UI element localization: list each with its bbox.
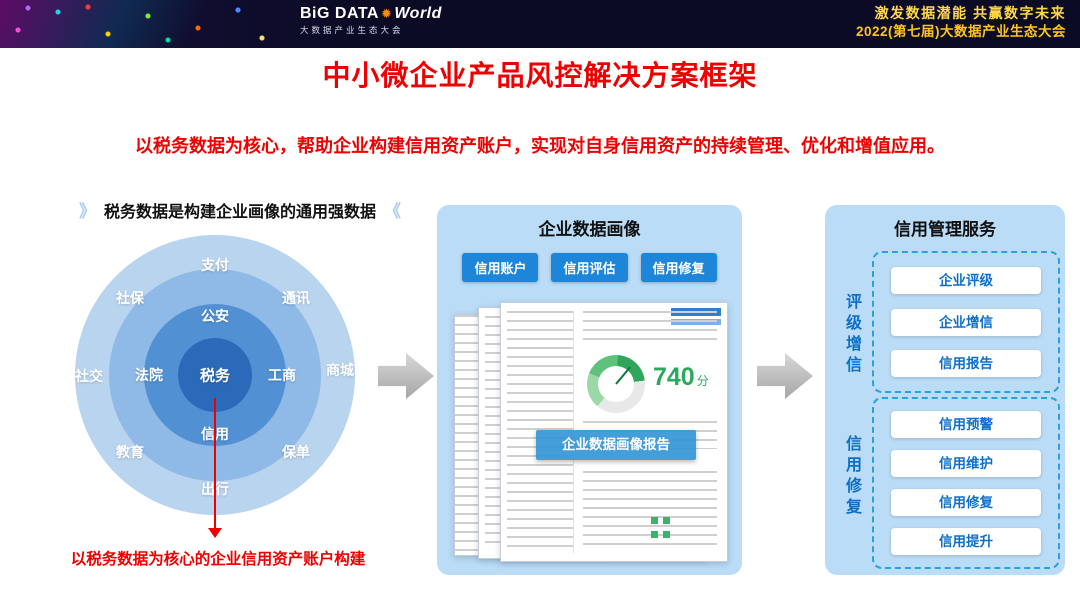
conference-slogan: 激发数据潜能 共赢数字未来 2022(第七届)大数据产业生态大会 (856, 6, 1066, 39)
page-title: 中小微企业产品风控解决方案框架 (322, 60, 758, 91)
taxonomy-caption: 以税务数据为核心的企业信用资产账户构建 (70, 551, 366, 568)
conference-logo: BiG DATA✹World 大数据产业生态大会 (300, 6, 442, 35)
legend-square (651, 531, 658, 538)
starburst-icon: ✹ (380, 6, 393, 21)
ring-label-court: 法院 (135, 367, 163, 383)
enterprise-rating-button: 企业评级 (891, 267, 1041, 295)
credit-warning-button: 信用预警 (891, 411, 1041, 438)
credit-improvement-button: 信用提升 (891, 528, 1041, 555)
taxonomy-header-label: 税务数据是构建企业画像的通用强数据 (103, 203, 376, 221)
score-number: 740 (653, 363, 695, 391)
chevron-right-icon: 》 (78, 202, 96, 221)
ring-label-industry-commerce: 工商 (268, 367, 296, 383)
ring-label-payment: 支付 (201, 257, 229, 273)
credit-repair-button: 信用修复 (640, 253, 717, 282)
credit-report-button: 信用报告 (891, 349, 1041, 377)
logo-wordmark: BiG DATA✹World (300, 6, 442, 22)
enterprise-credit-boost-button: 企业增信 (891, 308, 1041, 336)
center-label-tax: 税务 (199, 367, 231, 385)
ring-label-social: 社交 (75, 368, 103, 384)
credit-account-button: 信用账户 (462, 253, 539, 282)
ring-label-mall: 商城 (326, 362, 354, 378)
services-panel: 信用管理服务 评级增信 企业评级 企业增信 信用报告 信用修复 信用预警 信用维… (825, 205, 1065, 575)
ring-label-telecom: 通讯 (282, 290, 310, 306)
logo-bigdata-text: BiG DATA (300, 5, 379, 22)
portrait-button-row: 信用账户 信用评估 信用修复 (437, 253, 742, 282)
repair-service-group: 信用预警 信用维护 信用修复 信用提升 (872, 397, 1060, 569)
page-subtitle: 以税务数据为核心，帮助企业构建信用资产账户，实现对自身信用资产的持续管理、优化和… (135, 136, 945, 156)
rating-service-group: 企业评级 企业增信 信用报告 (872, 251, 1060, 393)
fake-text-lines (583, 471, 717, 551)
slogan-line2: 2022(第七届)大数据产业生态大会 (855, 24, 1066, 39)
credit-evaluation-button: 信用评估 (551, 253, 628, 282)
logo-world-text: World (394, 5, 442, 22)
ring-label-insurance: 保单 (282, 444, 310, 460)
down-arrow-line (214, 398, 216, 530)
flow-arrow-icon (757, 353, 813, 399)
taxonomy-header: 》 税务数据是构建企业画像的通用强数据 《 (40, 197, 440, 222)
score-unit: 分 (696, 374, 709, 388)
legend-square (651, 517, 658, 524)
chevron-left-icon: 《 (384, 202, 401, 221)
legend-square (663, 517, 670, 524)
portrait-panel-title: 企业数据画像 (538, 220, 641, 239)
credit-score-gauge (587, 355, 645, 413)
down-arrow-icon (208, 528, 222, 538)
logo-subtitle: 大数据产业生态大会 (300, 25, 404, 35)
services-panel-title: 信用管理服务 (894, 220, 996, 239)
flow-arrow-icon (378, 353, 434, 399)
legend-square (663, 531, 670, 538)
confetti-decoration (0, 0, 300, 48)
conference-top-bar: BiG DATA✹World 大数据产业生态大会 激发数据潜能 共赢数字未来 2… (0, 0, 1080, 48)
slogan-line1: 激发数据潜能 共赢数字未来 (874, 5, 1066, 21)
ring-label-social-security: 社保 (116, 290, 144, 306)
group-label-repair: 信用修复 (843, 435, 860, 519)
credit-repair-service-button: 信用修复 (891, 489, 1041, 516)
report-overlay-label: 企业数据画像报告 (536, 430, 696, 460)
ring-label-police: 公安 (201, 308, 229, 324)
group-label-rating: 评级增信 (843, 293, 860, 377)
ring-label-education: 教育 (116, 444, 144, 460)
fake-text-lines (583, 311, 717, 347)
credit-maintenance-button: 信用维护 (891, 450, 1041, 477)
portrait-panel: 企业数据画像 信用账户 信用评估 信用修复 (437, 205, 742, 575)
